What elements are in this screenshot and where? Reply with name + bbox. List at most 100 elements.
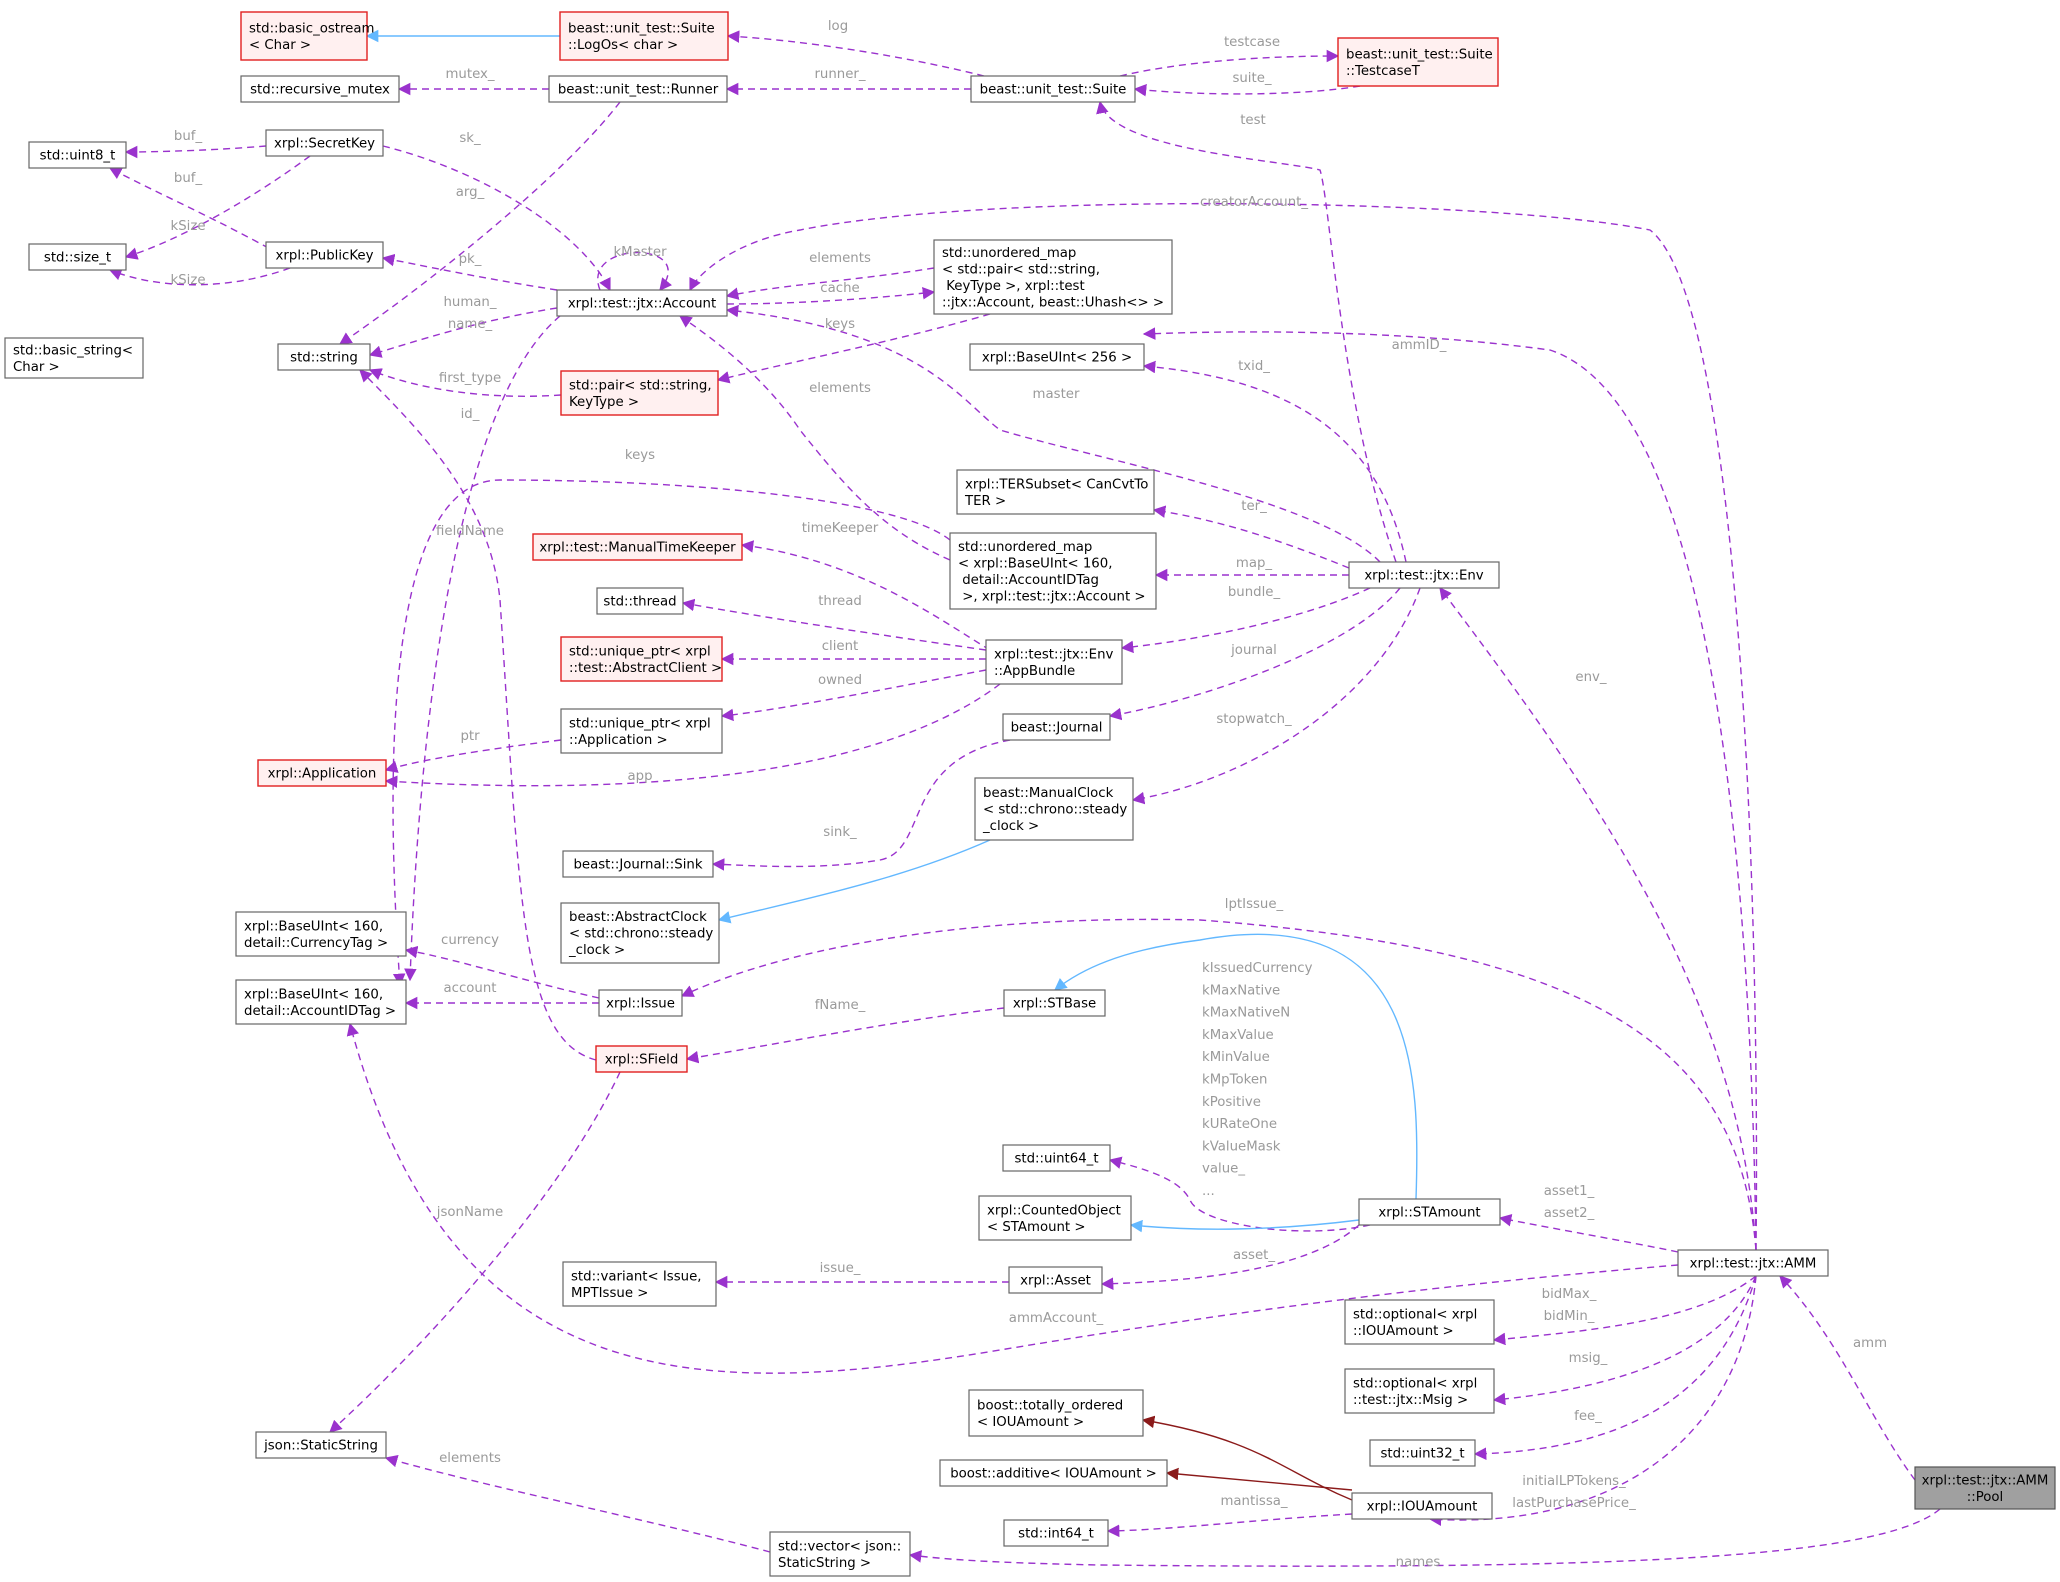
node-sink[interactable]: beast::Journal::Sink — [562, 850, 714, 878]
node-label: std::unique_ptr< xrpl::test::AbstractCli… — [569, 644, 722, 676]
inherit-edge-49 — [1129, 1219, 1360, 1233]
node-thread[interactable]: std::thread — [596, 587, 684, 615]
node-label: json::StaticString — [263, 1439, 378, 1454]
node-label: std::int64_t — [1018, 1527, 1094, 1542]
member-edge-bundle — [1120, 587, 1371, 654]
node-application[interactable]: xrpl::Application — [257, 759, 387, 787]
node-pair-string[interactable]: std::pair< std::string,KeyType > — [560, 370, 719, 416]
node-logos[interactable]: beast::unit_test::Suite::LogOs< char > — [559, 11, 729, 61]
member-edge-creator — [689, 202, 1758, 1251]
node-label: beast::unit_test::Suite::LogOs< char > — [568, 21, 715, 53]
node-opt-msig[interactable]: std::optional< xrpl::test::jtx::Msig > — [1344, 1368, 1495, 1414]
edge-label-kmaster: kMaster — [613, 245, 667, 260]
node-basic-ostream[interactable]: std::basic_ostream< Char > — [240, 11, 374, 61]
member-edge-asset — [1100, 1224, 1360, 1290]
node-label: xrpl::PublicKey — [276, 249, 374, 264]
node-label: std::size_t — [44, 251, 111, 266]
edge-label-ptr: ptr — [460, 729, 480, 744]
node-unique-app[interactable]: std::unique_ptr< xrpl::Application > — [560, 708, 723, 754]
node-sfield[interactable]: xrpl::SField — [595, 1045, 688, 1073]
node-uint8[interactable]: std::uint8_t — [28, 141, 127, 169]
node-label: xrpl::BaseUInt< 256 > — [982, 351, 1132, 366]
node-testcaset[interactable]: beast::unit_test::Suite::TestcaseT — [1337, 37, 1499, 87]
node-env[interactable]: xrpl::test::jtx::Env — [1348, 561, 1500, 589]
node-amm[interactable]: xrpl::test::jtx::AMM — [1677, 1249, 1829, 1277]
member-edge-env — [1439, 586, 1757, 1251]
edge-label-txid: txid_ — [1238, 359, 1270, 374]
member-edge-ammaccount — [346, 1022, 1679, 1374]
node-iouamount[interactable]: xrpl::IOUAmount — [1351, 1492, 1493, 1520]
node-basic-string[interactable]: std::basic_string<Char > — [4, 337, 144, 379]
node-stamount[interactable]: xrpl::STAmount — [1358, 1198, 1501, 1226]
node-manualtimekeeper[interactable]: xrpl::test::ManualTimeKeeper — [532, 533, 743, 561]
node-suite[interactable]: beast::unit_test::Suite — [970, 75, 1136, 103]
member-edge-pk — [381, 253, 558, 291]
node-label: beast::unit_test::Suite — [980, 83, 1127, 98]
edge-label-test: test — [1240, 113, 1266, 128]
node-label: xrpl::CountedObject< STAmount > — [987, 1203, 1121, 1235]
node-label: xrpl::SField — [605, 1053, 679, 1068]
node-staticstring[interactable]: json::StaticString — [255, 1431, 387, 1459]
node-label: std::unordered_map< std::pair< std::stri… — [942, 246, 1164, 311]
member-edge-firsttype — [368, 368, 562, 397]
node-opt-iou[interactable]: std::optional< xrpl::IOUAmount > — [1344, 1299, 1495, 1345]
node-asset[interactable]: xrpl::Asset — [1008, 1266, 1103, 1294]
member-edge-asset12 — [1498, 1214, 1679, 1253]
node-pool[interactable]: xrpl::test::jtx::AMM::Pool — [1914, 1466, 2056, 1510]
node-publickey[interactable]: xrpl::PublicKey — [265, 241, 384, 269]
member-edge-names — [908, 1508, 1941, 1567]
edge-label-pk: pk_ — [459, 252, 482, 267]
member-edge-thread — [681, 598, 987, 651]
node-accountid[interactable]: xrpl::BaseUInt< 160,detail::AccountIDTag… — [235, 979, 407, 1025]
node-label: beast::unit_test::Runner — [558, 83, 719, 98]
node-unique-client[interactable]: std::unique_ptr< xrpl::test::AbstractCli… — [560, 636, 723, 682]
node-runner[interactable]: beast::unit_test::Runner — [548, 75, 728, 103]
node-currency[interactable]: xrpl::BaseUInt< 160,detail::CurrencyTag … — [235, 911, 407, 957]
node-int64[interactable]: std::int64_t — [1003, 1519, 1109, 1547]
node-uint64[interactable]: std::uint64_t — [1002, 1144, 1111, 1172]
member-edge-currency — [404, 945, 600, 999]
edge-label-ksize1: kSize — [171, 219, 206, 234]
node-label: xrpl::STBase — [1013, 997, 1096, 1012]
node-journal[interactable]: beast::Journal — [1002, 713, 1111, 741]
node-uint32[interactable]: std::uint32_t — [1369, 1439, 1476, 1467]
node-stbase[interactable]: xrpl::STBase — [1003, 989, 1106, 1017]
member-edge-ksize1 — [124, 155, 311, 260]
member-edge-bid — [1492, 1275, 1757, 1346]
node-variant[interactable]: std::variant< Issue,MPTIssue > — [562, 1261, 717, 1307]
edge-label-map: map_ — [1236, 556, 1273, 571]
node-label: std::uint32_t — [1380, 1447, 1464, 1462]
edge-label-asset12: asset1_asset2_ — [1544, 1184, 1595, 1221]
node-vector[interactable]: std::vector< json::StaticString > — [769, 1531, 911, 1577]
node-umap-acct[interactable]: std::unordered_map< xrpl::BaseUInt< 160,… — [949, 532, 1157, 610]
edge-label-fname: fName_ — [815, 998, 866, 1013]
member-edge-elements3 — [384, 1454, 771, 1553]
edge-label-msig: msig_ — [1569, 1351, 1608, 1366]
node-size-t[interactable]: std::size_t — [28, 243, 127, 271]
node-baseuint256[interactable]: xrpl::BaseUInt< 256 > — [969, 343, 1145, 371]
node-countedobject[interactable]: xrpl::CountedObject< STAmount > — [978, 1195, 1132, 1241]
node-recursive-mutex[interactable]: std::recursive_mutex — [240, 75, 400, 103]
node-abstractclock[interactable]: beast::AbstractClock< std::chrono::stead… — [560, 902, 720, 964]
node-string[interactable]: std::string — [277, 343, 371, 371]
member-edge-buf2 — [108, 167, 291, 261]
member-edge-cache — [726, 286, 936, 305]
node-umap-pair[interactable]: std::unordered_map< std::pair< std::stri… — [933, 239, 1173, 315]
node-additive[interactable]: boost::additive< IOUAmount > — [939, 1459, 1168, 1487]
node-issue[interactable]: xrpl::Issue — [598, 989, 683, 1017]
node-label: xrpl::IOUAmount — [1367, 1500, 1478, 1515]
node-label: beast::Journal::Sink — [573, 858, 702, 873]
node-totally-ordered[interactable]: boost::totally_ordered< IOUAmount > — [968, 1389, 1144, 1437]
node-account[interactable]: xrpl::test::jtx::Account — [556, 289, 728, 317]
node-label: std::recursive_mutex — [250, 83, 390, 98]
edge-label-currency: currency — [441, 933, 499, 948]
edge-label-env: env_ — [1575, 670, 1606, 685]
node-label: xrpl::Issue — [606, 997, 675, 1012]
edge-label-lptokens: initialLPTokens_lastPurchasePrice_ — [1512, 1474, 1636, 1511]
edge-label-account: account — [444, 981, 497, 996]
node-appbundle[interactable]: xrpl::test::jtx::Env::AppBundle — [985, 639, 1123, 685]
node-manualclock[interactable]: beast::ManualClock< std::chrono::steady_… — [974, 777, 1134, 841]
node-secretkey[interactable]: xrpl::SecretKey — [265, 129, 384, 157]
